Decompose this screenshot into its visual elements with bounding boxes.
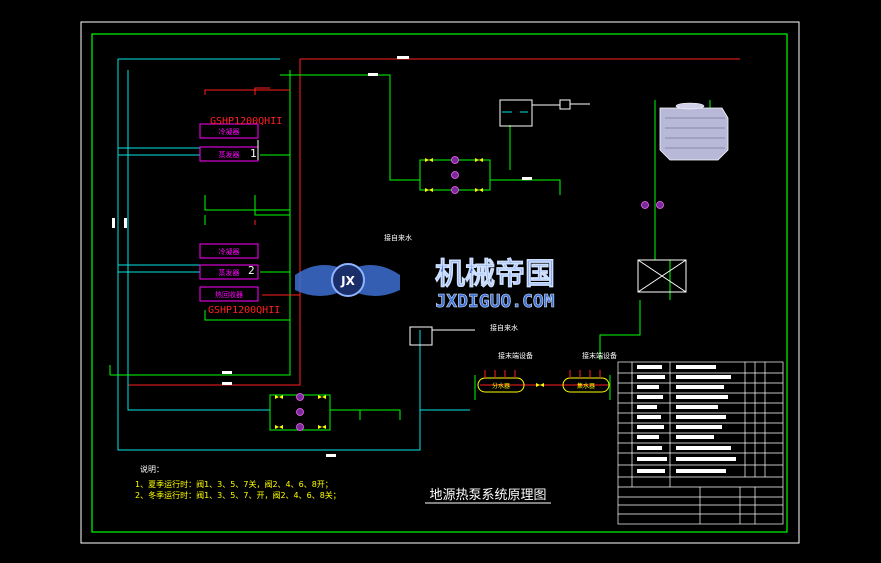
condenser-label: 冷凝器 [219, 247, 240, 256]
pump-icon [451, 156, 459, 164]
valve-icon [475, 188, 483, 192]
outer-sheet-border [80, 21, 800, 544]
condenser-box [199, 243, 259, 259]
valve-icon [425, 188, 433, 192]
evaporator-label: 蒸发器 [219, 268, 240, 277]
notes-block: 说明： 1、夏季运行时：阀1、3、5、7关，阀2、4、6、8开； 2、冬季运行时… [135, 464, 341, 500]
pump-icon [641, 201, 649, 209]
drawing-title: 地源热泵系统原理图 [429, 488, 546, 503]
unit-model-label: GSHP1200QHII [208, 305, 280, 316]
unit-model-label: GSHP1200QHII [210, 116, 282, 127]
pump-icon [656, 201, 664, 209]
unit-number: 1 [250, 147, 257, 160]
expansion-tank-lower: 接自来水 接自来水 [384, 233, 518, 346]
watermark-brand-cn: 机械帝国 [435, 257, 555, 292]
watermark-brand-en: JXDIGUO.COM [435, 291, 554, 312]
evaporator-label: 蒸发器 [219, 150, 240, 159]
cooling-tower [659, 102, 729, 161]
heat-pump-unit-1: 冷凝器 蒸发器 GSHP1200QHII 1 [199, 116, 282, 162]
pump-icon [451, 171, 459, 179]
evaporator-box [199, 264, 259, 280]
distribution-headers: 接末端设备 接末端设备 分水器 集水器 [477, 351, 617, 393]
pipe-tags [112, 56, 532, 457]
valve-icon [425, 158, 433, 162]
pump-icon [296, 423, 304, 431]
pump-icon [451, 186, 459, 194]
heat-pump-unit-2: 冷凝器 蒸发器 热回收器 GSHP1200QHII 2 [199, 243, 280, 316]
note-line: 1、夏季运行时：阀1、3、5、7关，阀2、4、6、8开； [135, 479, 333, 489]
unit-number: 2 [248, 264, 255, 277]
valve-marks [275, 158, 544, 429]
supply-header-label: 分水器 [492, 382, 510, 390]
valve-icon [536, 383, 544, 387]
tap-water-label: 接自来水 [490, 323, 518, 332]
pump-icon [296, 408, 304, 416]
title-block-text-marks [637, 365, 736, 473]
notes-heading: 说明： [140, 464, 164, 474]
drawing-frame [91, 33, 788, 533]
title-block [617, 361, 784, 525]
heat-recovery-label: 热回收器 [215, 290, 243, 299]
condenser-label: 冷凝器 [219, 127, 240, 136]
valve-icon [475, 158, 483, 162]
valve-icon [275, 425, 283, 429]
watermark-emblem: JX [340, 274, 355, 288]
heat-recovery-box [199, 286, 259, 302]
expansion-tank-upper [499, 99, 590, 127]
tap-water-label: 接自来水 [384, 233, 412, 242]
watermark-logo: JX 机械帝国 JXDIGUO.COM [295, 257, 555, 312]
pipe-network [109, 58, 740, 451]
pump-set-upper [451, 156, 664, 209]
condenser-box [199, 123, 259, 139]
valve-icon [318, 425, 326, 429]
return-header-label: 集水器 [577, 382, 595, 390]
valve-icon [318, 395, 326, 399]
manifold-label: 接末端设备 [582, 351, 617, 360]
valve-icon [275, 395, 283, 399]
pump-set-lower [296, 393, 304, 431]
manifold-label: 接末端设备 [498, 351, 533, 360]
pump-icon [296, 393, 304, 401]
plate-heat-exchanger [637, 259, 687, 293]
note-line: 2、冬季运行时：阀1、3、5、7、开，阀2、4、6、8关； [135, 490, 341, 500]
